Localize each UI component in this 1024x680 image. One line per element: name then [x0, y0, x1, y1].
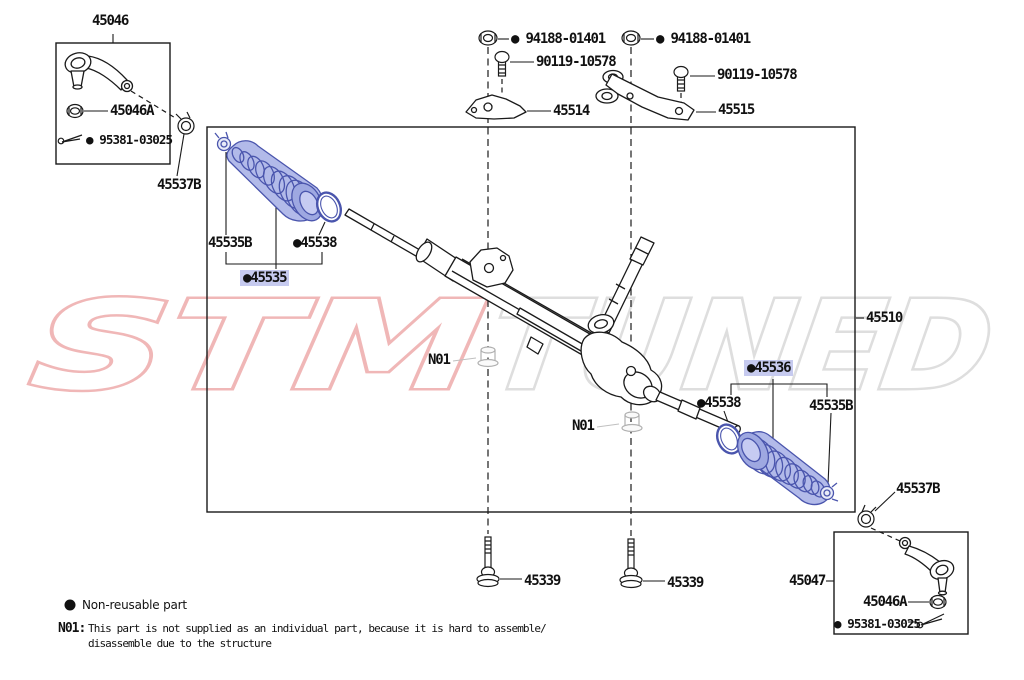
label-45535b-left: 45535B [208, 235, 253, 251]
label-n01-upper: N01 [428, 352, 451, 368]
castle-nut-icon-bottom [929, 594, 947, 610]
label-45046: 45046 [92, 13, 129, 29]
steering-gear-box [206, 126, 856, 513]
leader-ring-left [318, 221, 326, 236]
cotter-pin-icon-top [57, 134, 83, 145]
leader-45537b-top [176, 133, 185, 177]
bracket-45515-drawing [595, 69, 695, 121]
boot-ring-left-icon [315, 191, 343, 223]
mount-bolt-right-icon [619, 538, 643, 589]
tie-rod-end-left-drawing [64, 52, 134, 93]
label-45537b-bottom: 45537B [896, 481, 941, 497]
boot-clamp-outer-right-icon [857, 504, 877, 528]
label-45537b-top: 45537B [157, 177, 202, 193]
boot-left-drawing [214, 131, 343, 223]
bolt-90119-right-icon [673, 65, 689, 92]
legend-non-reusable: Non-reusable part [82, 598, 187, 612]
label-45510: 45510 [866, 310, 903, 326]
label-90119-left: 90119-10578 [536, 54, 617, 70]
label-45047: 45047 [789, 573, 826, 589]
bolt-90119-left-icon [494, 50, 510, 77]
boot-right-drawing [715, 423, 839, 506]
label-45514: 45514 [553, 103, 590, 119]
label-45046a-bottom: 45046A [863, 594, 908, 610]
label-90119-right: 90119-10578 [717, 67, 798, 83]
label-45536-highlighted: ●45536 [744, 360, 794, 376]
label-45046a-top: 45046A [110, 103, 155, 119]
nut-94188-left-icon [478, 30, 498, 46]
bracket-kit-right [730, 383, 828, 397]
grommet-lower-icon [621, 411, 643, 433]
boot-clamp-left-icon [214, 131, 232, 152]
mount-bolt-left-icon [476, 536, 500, 588]
label-45535b-right: 45535B [809, 398, 854, 414]
watermark: STM TUNED [21, 272, 1004, 419]
watermark-stm: STM [23, 275, 493, 417]
label-45515: 45515 [718, 102, 755, 118]
tie-rod-end-right-drawing [898, 536, 955, 596]
dashed-tie-rod-right [870, 527, 901, 542]
bracket-kit-left [225, 252, 323, 265]
watermark-tuned: TUNED [481, 275, 1001, 417]
leader-n01-lower [596, 423, 620, 428]
label-95381-bottom: ● 95381-03025 [834, 616, 921, 631]
label-n01-lower: N01 [572, 418, 595, 434]
castle-nut-icon-top [66, 103, 84, 119]
leader-45537b-bottom [874, 491, 896, 512]
label-94188-right: ● 94188-01401 [656, 31, 751, 47]
leader-n01-upper [452, 357, 477, 362]
leader-lines [84, 34, 929, 623]
label-45339-right: 45339 [667, 575, 704, 591]
tie-rod-arm-left [85, 55, 128, 91]
label-45538-left: ●45538 [293, 235, 338, 251]
grommet-upper-icon [477, 346, 499, 368]
boot-clamp-right-icon [819, 482, 839, 502]
inner-rod-joint [677, 399, 701, 420]
label-94188-left: ● 94188-01401 [511, 31, 606, 47]
note-line1: This part is not supplied as an individu… [88, 622, 547, 635]
bracket-45514-drawing [465, 94, 527, 120]
mount-boss-right-hole [625, 365, 637, 377]
label-45339-left: 45339 [524, 573, 561, 589]
boot-ring-right-icon [715, 423, 743, 455]
label-45538-right: ●45538 [697, 395, 742, 411]
label-45535-highlighted: ●45535 [240, 270, 290, 286]
note-line2: disassemble due to the structure [88, 637, 272, 650]
cotter-pin-icon-bottom [916, 613, 945, 629]
housing-tab [526, 336, 544, 355]
boot-clamp-outer-left-icon [175, 111, 195, 135]
leader-clamp-right [827, 412, 832, 486]
label-95381-top: ● 95381-03025 [86, 132, 173, 147]
note-code: N01: [58, 621, 86, 636]
steering-rack-drawing [344, 208, 741, 435]
tie-rod-right-box [833, 531, 969, 635]
nut-94188-right-icon [621, 30, 641, 46]
non-reusable-bullet-icon [64, 599, 76, 611]
